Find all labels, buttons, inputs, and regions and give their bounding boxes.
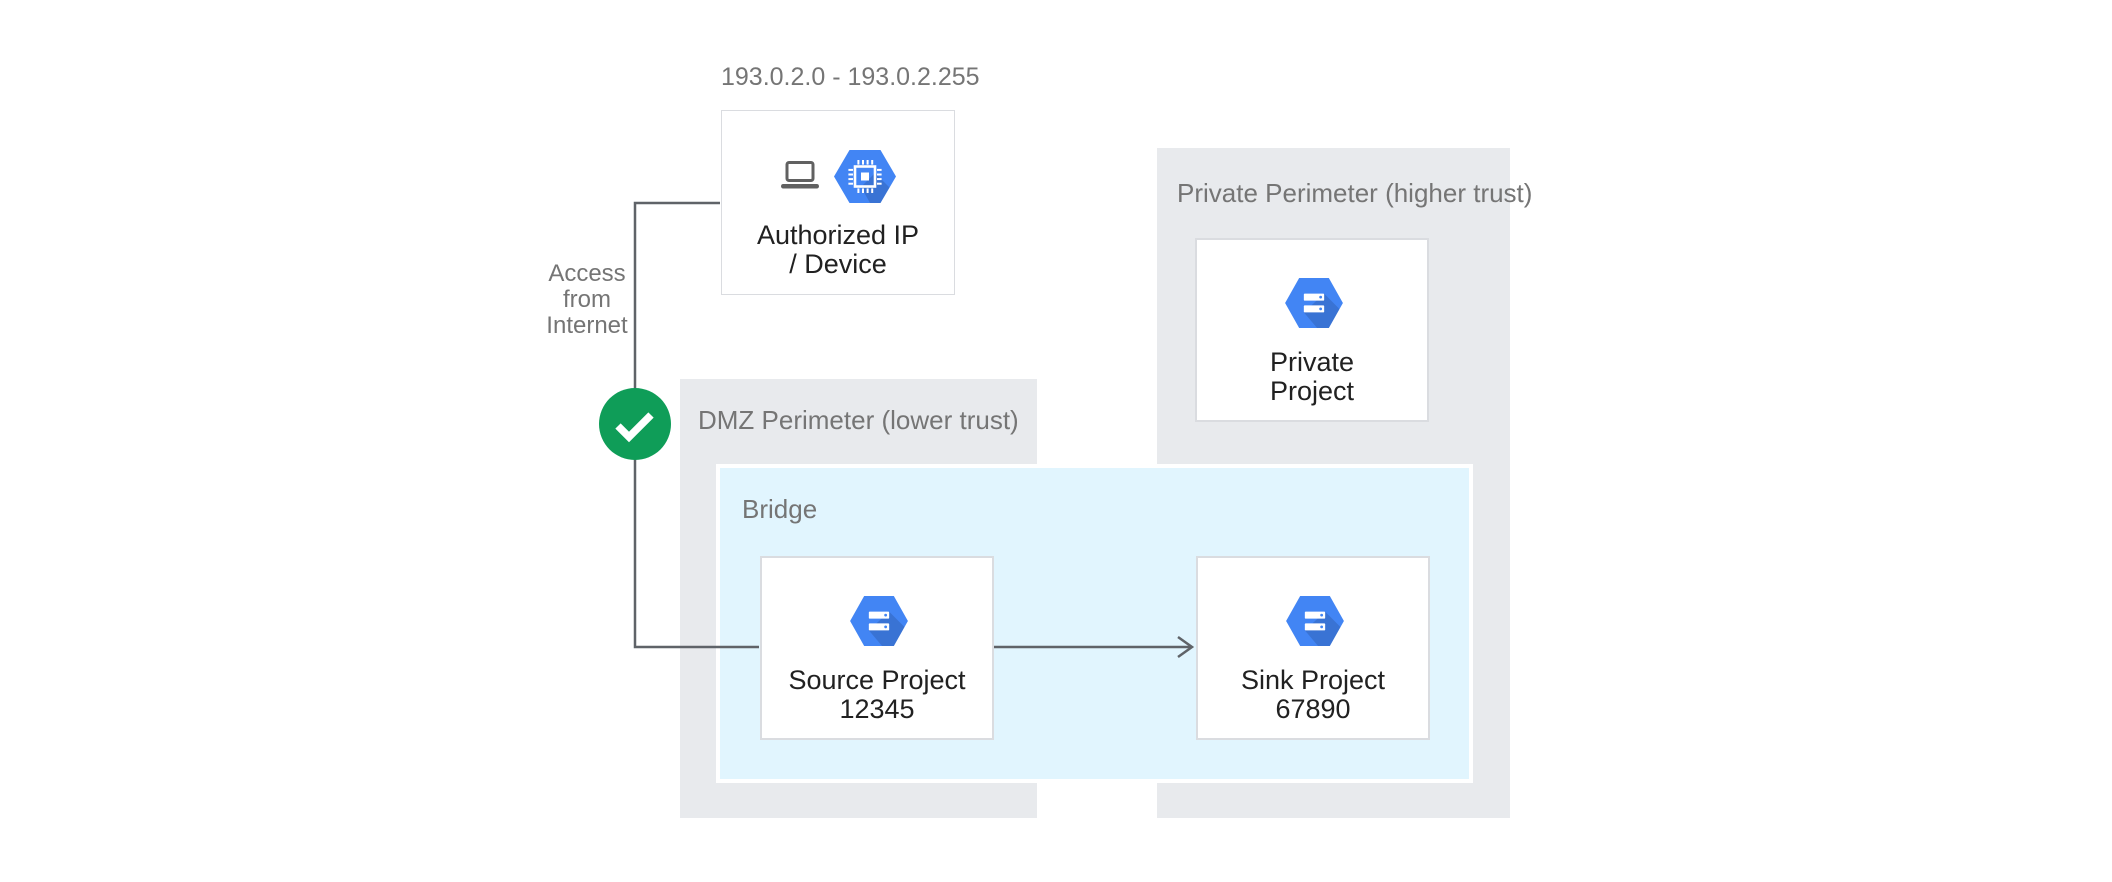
private-project-node: Private Project	[1195, 238, 1429, 422]
ip-range-label: 193.0.2.0 - 193.0.2.255	[721, 63, 980, 91]
chip-pins	[848, 160, 882, 193]
checkmark-icon	[615, 412, 654, 443]
laptop-icon	[781, 161, 819, 189]
private-perimeter-label: Private Perimeter (higher trust)	[1177, 178, 1533, 208]
sink-project-node: Sink Project 67890	[1196, 556, 1430, 740]
source-node-title: Source Project 12345	[788, 665, 966, 724]
project-hexagon-icon	[1286, 596, 1344, 646]
bridge-label: Bridge	[742, 494, 818, 524]
authorized-ip-device-node: Authorized IP / Device	[721, 110, 955, 295]
private-node-title: Private Project	[1269, 347, 1355, 406]
compute-engine-icon	[834, 150, 896, 203]
source-project-node: Source Project 12345	[760, 556, 994, 740]
authorized-node-title: Authorized IP / Device	[756, 220, 920, 279]
sink-node-title: Sink Project 67890	[1240, 665, 1386, 724]
access-from-internet-label: Access from Internet	[546, 260, 628, 339]
project-hexagon-icon	[1285, 278, 1343, 328]
project-hexagon-icon	[850, 596, 908, 646]
dmz-perimeter-label: DMZ Perimeter (lower trust)	[698, 405, 1019, 435]
access-allowed-check-badge	[599, 388, 671, 460]
